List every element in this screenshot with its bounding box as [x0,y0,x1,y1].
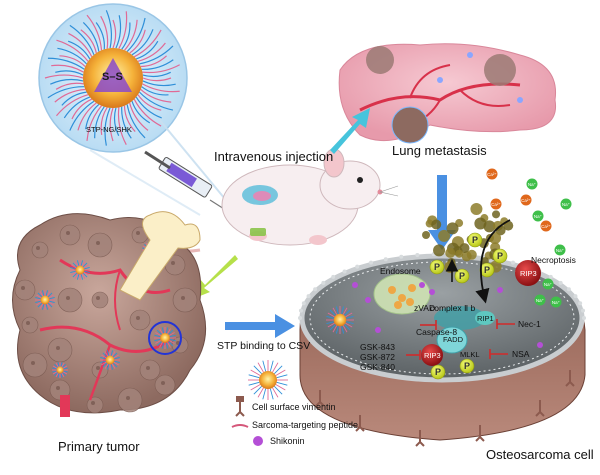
arrow-to-tumor [190,255,238,300]
rip1-node [475,311,495,325]
gsk840-label: GSK-840 [360,362,395,372]
necroptosis-label: Necroptosis [531,255,576,265]
zvad-label: zVAD [414,303,436,313]
nanogel-corona [44,10,180,146]
shikonin-icon [253,436,263,446]
rip3-top-node [515,260,541,286]
svg-text:Na⁺: Na⁺ [556,248,565,253]
legend-vimentin: Cell surface vimentin [252,402,336,412]
arrow-to-lung [330,108,370,154]
svg-text:Na⁺: Na⁺ [536,298,545,303]
legend-peptide: Sarcoma-targeting peptide [252,420,358,430]
peptide-icon [231,424,249,428]
rip3-label: RIP3 [424,351,441,360]
legend-glyphs [231,396,263,446]
svg-text:Ca²⁺: Ca²⁺ [521,198,531,203]
svg-text:Ca²⁺: Ca²⁺ [541,224,551,229]
svg-text:Na⁺: Na⁺ [528,182,537,187]
caspase8-label: Caspase-8 [416,327,458,337]
gsk872-label: GSK-872 [360,352,395,362]
gsk843-label: GSK-843 [360,342,395,352]
svg-text:P: P [435,367,441,377]
arrow-to-cell [225,314,295,338]
rip3-node [421,344,443,366]
free-nanogel [248,360,288,400]
complex-iib-label: complex Ⅱ b [430,303,476,313]
signal-arrow [475,219,511,304]
nanogel-name-label: STP-NG/SHK [86,125,132,134]
svg-text:Na⁺: Na⁺ [562,202,571,207]
fadd-label: FADD [443,335,464,344]
disulfide-label: S–S [102,71,123,83]
rip3-top-label: RIP3 [520,269,537,278]
fadd-node [436,326,468,354]
lung-illustration [338,43,557,144]
nanogel-inset [38,3,188,153]
svg-text:Na⁺: Na⁺ [544,282,553,287]
svg-text:Ca²⁺: Ca²⁺ [491,202,501,207]
legend-shikonin-text: Shikonin [270,436,305,446]
legend-shikonin: Shikonin [270,436,305,446]
mouse-illustration [129,148,399,253]
zoom-circle [148,321,182,355]
nsa-label: NSA [512,349,530,359]
lung-metastasis-label: Lung metastasis [392,143,487,158]
rip1-label: RIP1 [477,314,494,323]
svg-text:Na⁺: Na⁺ [552,300,561,305]
svg-text:P: P [497,251,503,261]
legend-peptide-text: Sarcoma-targeting peptide [252,420,359,430]
crosslinker-triangle [94,58,132,92]
stp-binding-label: STP binding to CSV [217,340,311,352]
primary-tumor-label: Primary tumor [58,439,140,454]
svg-text:P: P [484,265,490,275]
svg-text:P: P [459,271,465,281]
svg-text:P: P [434,262,440,272]
svg-text:Ca²⁺: Ca²⁺ [487,172,497,177]
vimentin-icon [235,400,245,417]
bone-illustration [119,211,201,301]
nec1-label: Nec-1 [518,319,541,329]
legend-vimentin-text: Cell surface vimentin [252,402,336,412]
svg-text:P: P [464,361,470,371]
svg-text:P: P [472,235,478,245]
mlkl-label: MLKL [460,350,480,359]
intravenous-label: Intravenous injection [214,149,334,164]
osteosarcoma-cell-label: Osteosarcoma cell [486,447,594,462]
svg-text:Na⁺: Na⁺ [534,214,543,219]
ion-particles: Ca²⁺ Ca²⁺ Ca²⁺ Ca²⁺ Na⁺ Na⁺ Na⁺ Na⁺ Na⁺ Na⁺ Na⁺ [486,168,572,308]
endosome-label: Endosome [380,266,421,276]
